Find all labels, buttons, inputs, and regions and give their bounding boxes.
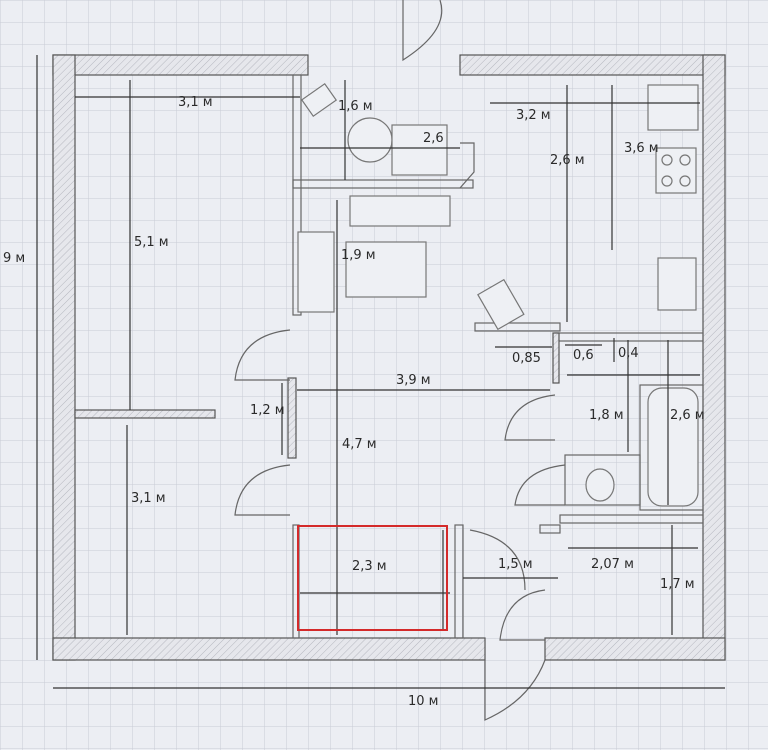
label-room1-length: 5,1 м	[134, 235, 169, 250]
highlight-box	[297, 525, 448, 631]
label-entry-width: 1,5 м	[498, 557, 533, 572]
dimension-lines	[36, 55, 725, 689]
interior-walls	[74, 74, 704, 639]
label-door-06: 0,6	[573, 348, 594, 363]
label-balcony-length: 1,6 м	[338, 99, 373, 114]
label-room2-length: 3,1 м	[131, 491, 166, 506]
bathtub-icon	[647, 387, 699, 507]
label-total-height: 9 м	[3, 251, 25, 266]
label-kitchen-length: 3,6 м	[624, 141, 659, 156]
label-storage-width: 2,07 м	[591, 557, 634, 572]
toilet-icon	[585, 468, 615, 502]
label-storage-length: 1,7 м	[660, 577, 695, 592]
sofa-icon	[349, 195, 451, 227]
sink-icon	[657, 257, 697, 311]
label-bath-length: 2,6 м	[670, 408, 705, 423]
dimension-labels: 9 м 10 м 3,1 м 5,1 м 3,1 м 1,6 м 2,6 3,2…	[3, 95, 705, 709]
armchair-icon	[300, 82, 338, 118]
label-kitchen-depth: 2,6 м	[550, 153, 585, 168]
label-living-length: 4,7 м	[342, 437, 377, 452]
label-room1-width: 3,1 м	[178, 95, 213, 110]
chair-icon	[477, 278, 525, 331]
label-corridor-width: 1,2 м	[250, 403, 285, 418]
label-total-width: 10 м	[408, 694, 438, 709]
label-living-width: 1,9 м	[341, 248, 376, 263]
label-hall-width: 3,9 м	[396, 373, 431, 388]
stove-icon	[655, 147, 697, 194]
label-balcony-width: 2,6	[423, 131, 444, 146]
label-bath-width: 1,8 м	[589, 408, 624, 423]
label-highlight-width: 2,3 м	[352, 559, 387, 574]
label-door-04: 0,4	[618, 346, 639, 361]
chair-icon	[391, 124, 448, 176]
door-swings	[234, 0, 566, 721]
outer-walls	[52, 54, 726, 661]
label-door-085: 0,85	[512, 351, 541, 366]
sofa-icon	[297, 231, 335, 313]
bed-icon	[345, 241, 427, 298]
furniture	[297, 82, 699, 507]
fridge-icon	[647, 84, 699, 131]
label-kitchen-width: 3,2 м	[516, 108, 551, 123]
table-icon	[347, 117, 393, 163]
